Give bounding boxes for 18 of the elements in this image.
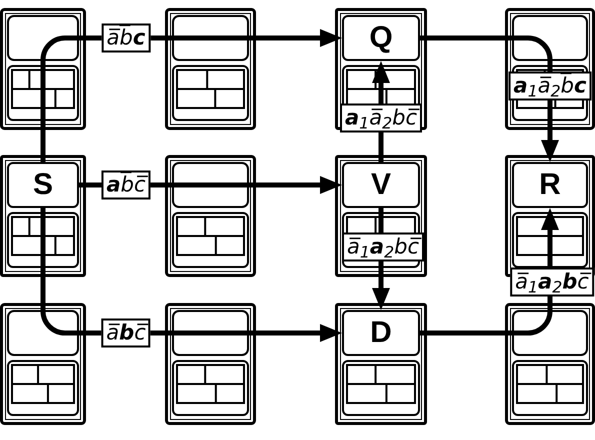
label-panel [7,162,79,208]
node-label: S [32,170,53,200]
arrow [40,29,342,162]
node-label: V [370,170,391,200]
node-label: D [370,318,392,348]
edge-label: a̅$_{1}$a$_{2}$bc̅ [510,268,594,296]
arrow [420,36,559,162]
node-label: R [539,170,561,200]
node-label: Q [369,23,393,53]
label-panel [342,162,420,208]
arrow [420,208,559,336]
edge-label: a̅$_{1}$a$_{2}$bc̅ [342,232,424,262]
label-panel [512,162,588,208]
edge-label: a$_{1}$a̅$_{2}$bc̅ [340,104,422,132]
label-panel [342,310,420,356]
label-panel [342,15,420,61]
arrow [40,208,342,342]
edge-label: a̅bc̅ [101,318,151,348]
